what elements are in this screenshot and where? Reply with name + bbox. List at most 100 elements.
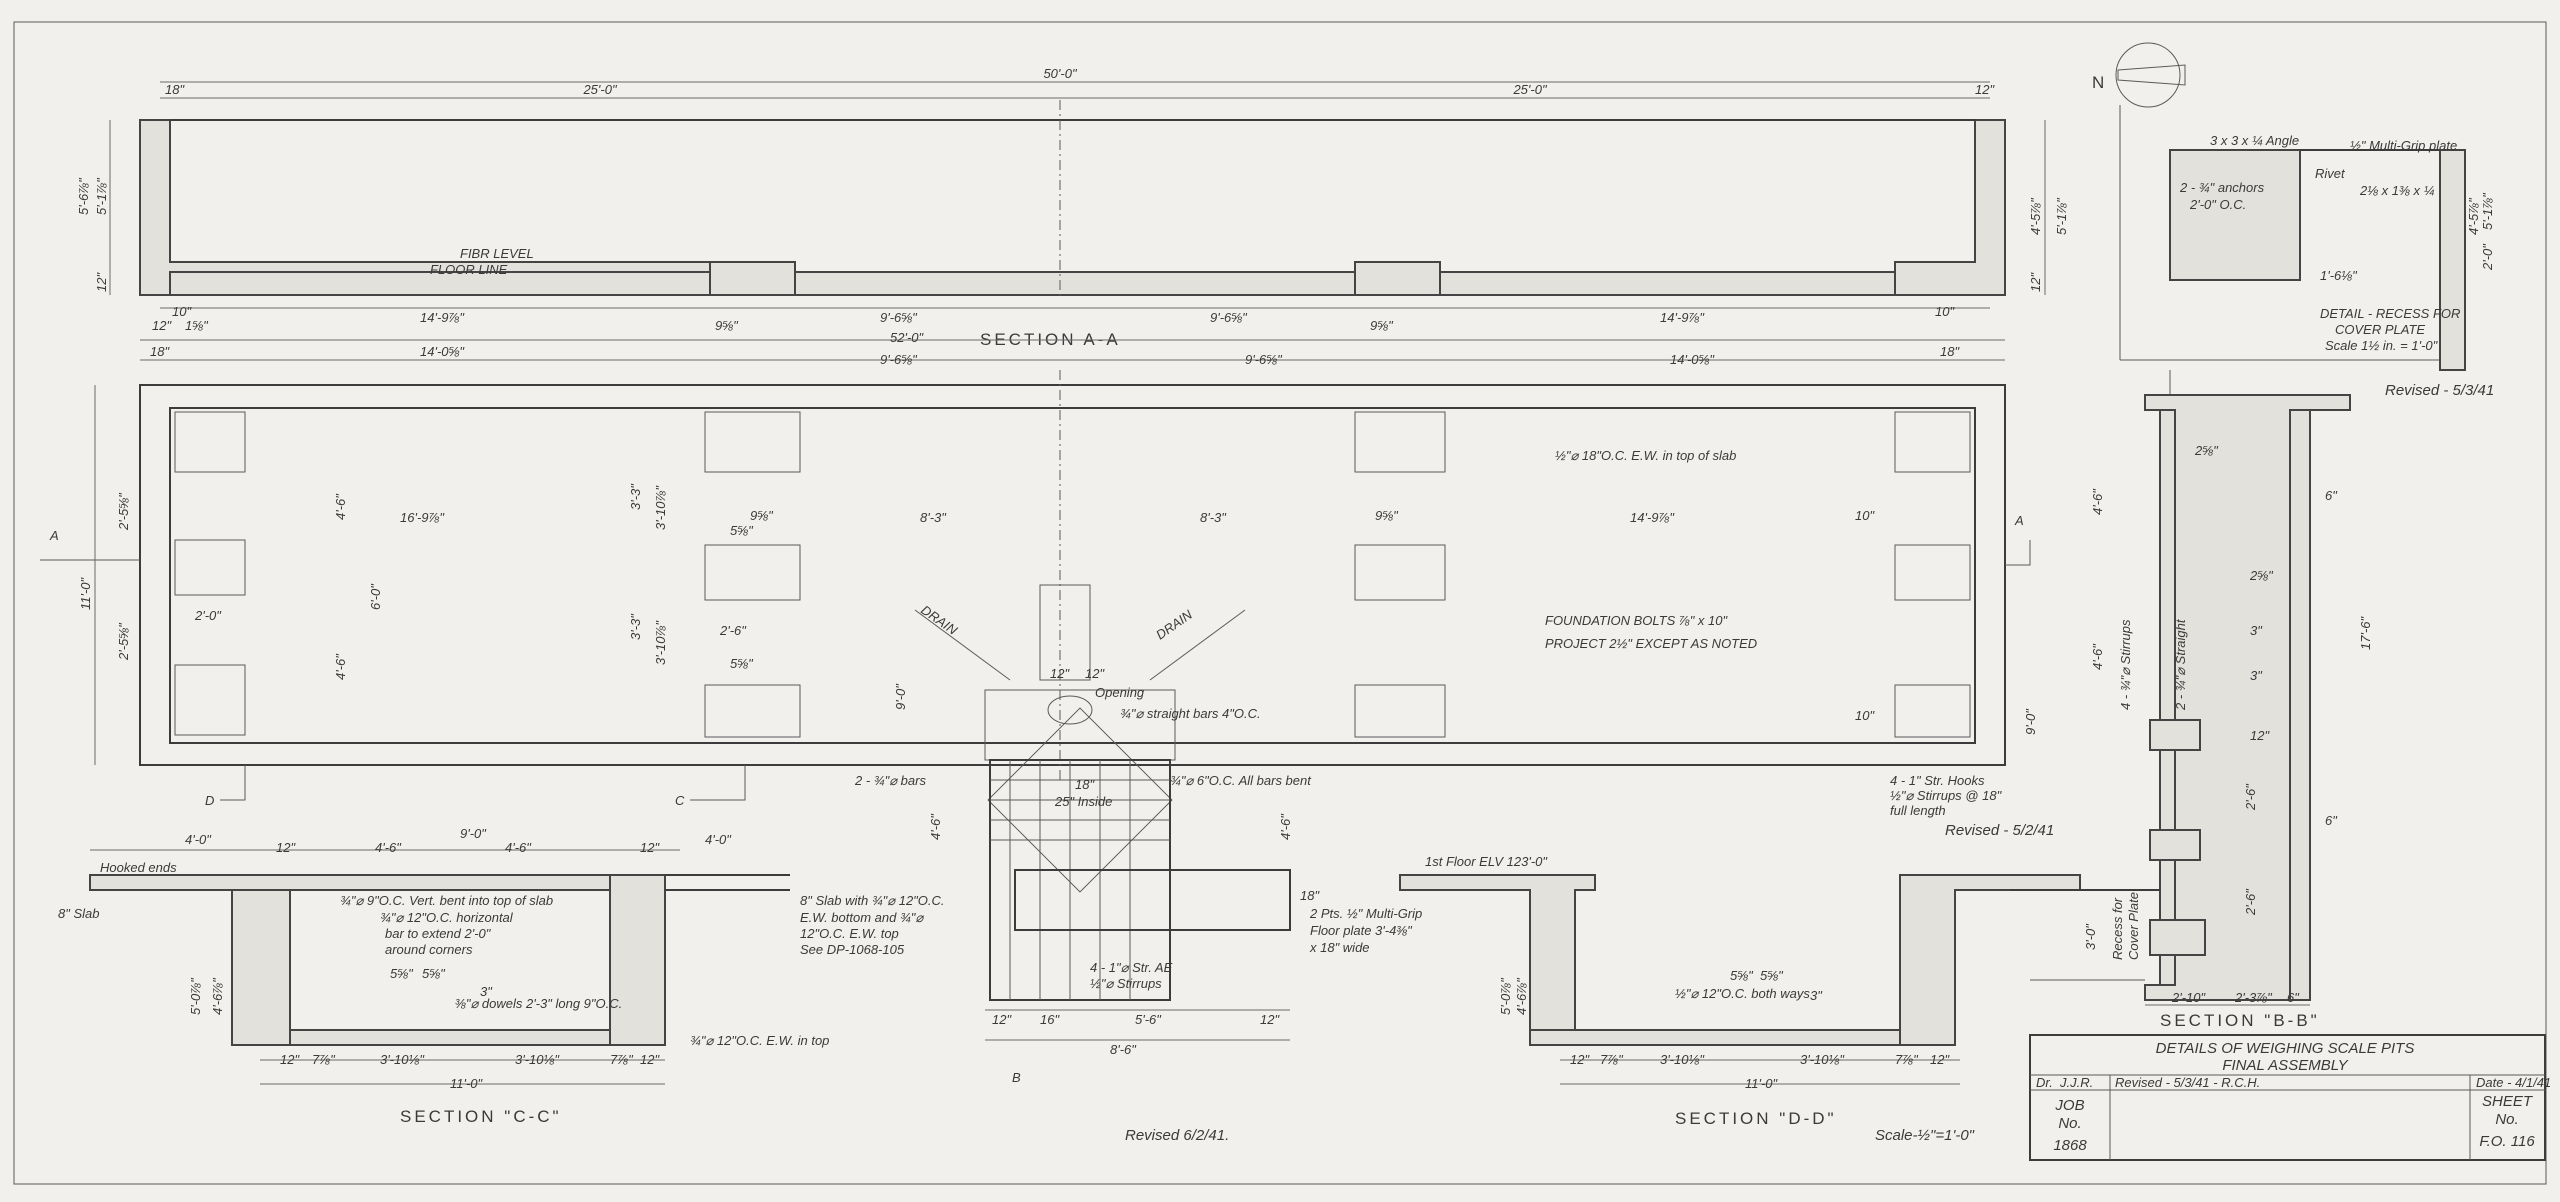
pit-dim-3: 4'-6" (928, 813, 943, 840)
aa-end-left-dim: 18" (165, 82, 185, 97)
detail-title-2: COVER PLATE (2335, 322, 2425, 337)
cc-note-3: bar to extend 2'-0" (385, 926, 492, 941)
title-block: DETAILS OF WEIGHING SCALE PITS FINAL ASS… (2029, 1034, 2551, 1161)
aa-left-height-3: 12" (94, 272, 109, 292)
plan-pad-dim-10: 12" (1050, 666, 1070, 681)
bb-bottom-dim-2: 2'-3⅞" (2234, 990, 2273, 1005)
plan-col-dim-2: 6'-0" (368, 583, 383, 610)
plan-pad-dim-1: 2'-6" (719, 623, 747, 638)
plan-bolt-note: FOUNDATION BOLTS ⅞" x 10" (1545, 613, 1728, 628)
plan-pad-dim-6: 9⅝" (1375, 508, 1399, 523)
pit-dim-1: 18" (1075, 777, 1095, 792)
dd-bottom-dim-1: 12" (1570, 1052, 1590, 1067)
dd-plate-note-1: 2 Pts. ½" Multi-Grip (1309, 906, 1422, 921)
pit-dim-5: 18" (1300, 888, 1320, 903)
pit-dim-6: 12" (992, 1012, 1012, 1027)
plan-col-dim-6: 3'-3" (628, 613, 643, 640)
section-bb-title: SECTION "B-B" (2160, 1011, 2320, 1030)
dd-small-2: 5⅝" (1760, 968, 1784, 983)
pit-stirrup-note-2: ½"⌀ Stirrups (1090, 976, 1162, 991)
sheet-border (13, 21, 2547, 1185)
detail-label-8: 2'-0" (2480, 243, 2495, 271)
cc-left-height-1: 5'-0⅞" (188, 977, 203, 1015)
aa-small-dim-5: 9⅝" (715, 318, 739, 333)
bb-small-10: 2'-6" (2243, 888, 2258, 916)
bb-small-3: 3" (2250, 623, 2263, 638)
cc-top-dim-7: 4'-0" (705, 832, 732, 847)
aa-right-height-3: 12" (2028, 272, 2043, 292)
bb-bar-note-2: 2 - ¾"⌀ Straight (2173, 618, 2188, 711)
pit-bent-note: ¾"⌀ 6"O.C. All bars bent (1170, 773, 1312, 788)
plan-drain-right: DRAIN (1153, 607, 1195, 643)
drawing-scale-note: Scale-½"=1'-0" (1875, 1127, 1975, 1144)
pit-straight-bars-note: ¾"⌀ straight bars 4"O.C. (1120, 706, 1261, 721)
plan-top-dim-6: 14'-0⅝" (1670, 352, 1715, 367)
section-mark-c: C (675, 793, 685, 808)
cc-left-height-2: 4'-6⅞" (210, 977, 225, 1015)
center-pit-detail: Opening ¾"⌀ straight bars 4"O.C. 2 - ¾"⌀… (854, 685, 1320, 1144)
cc-slab-left-note: 8" Slab (58, 906, 99, 921)
cc-top-dim-1: 4'-0" (185, 832, 212, 847)
detail-label-6: 2⅛ x 1⅜ x ¼ (2359, 183, 2435, 198)
cc-slab-note-3: 12"O.C. E.W. top (800, 926, 899, 941)
plan-top-dim-7: 18" (1940, 344, 1960, 359)
cc-small-3: 3" (480, 984, 493, 999)
pit-dim-4: 4'-6" (1278, 813, 1293, 840)
plan-top-dim-5: 9'-6⅝" (1245, 352, 1283, 367)
plan-pad-dim-3: 5⅝" (730, 656, 754, 671)
bb-bar-note-1: 4 - ¾"⌀ Stirrups (2118, 619, 2133, 710)
title-block-title: DETAILS OF WEIGHING SCALE PITS (2156, 1040, 2415, 1057)
section-bb: 4'-6" 4'-6" 9'-0" 17'-6" 4 - ¾"⌀ Stirrup… (1890, 370, 2373, 1030)
plan-inner-dim-3: 8'-3" (1200, 510, 1227, 525)
detail-label-1: 3 x 3 x ¼ Angle (2210, 133, 2299, 148)
aa-right-height-2: 5'-1⅞" (2054, 197, 2069, 235)
bb-small-4: 3" (2250, 668, 2263, 683)
plan-top-dim-1: 18" (150, 344, 170, 359)
bb-bottom-dim-3: 6" (2287, 990, 2300, 1005)
cc-bottom-dim-6: 12" (640, 1052, 660, 1067)
plan-pad-dim-5: 9⅝" (750, 508, 774, 523)
aa-bottom-dim-2: 9'-6⅝" (880, 310, 918, 325)
section-mark-d: D (205, 793, 214, 808)
plan-pad-dim-4: 2'-0" (194, 608, 222, 623)
recess-detail: 3 x 3 x ¼ Angle ½" Multi-Grip plate 2 - … (2119, 105, 2495, 399)
aa-small-dim-3: 12" (152, 318, 172, 333)
cc-top-dim-5: 4'-6" (505, 840, 532, 855)
bb-height-dim-1: 4'-6" (2090, 488, 2105, 515)
aa-left-height-1: 5'-6⅞" (76, 177, 91, 215)
cc-bottom-dim-2: 7⅞" (312, 1052, 336, 1067)
detail-label-3: 2 - ¾" anchors (2179, 180, 2265, 195)
cc-note-2: ¾"⌀ 12"O.C. horizontal (380, 910, 514, 925)
detail-label-7: 1'-6⅛" (2320, 268, 2358, 283)
aa-floor-line-label: FLOOR LINE (430, 262, 508, 277)
cc-slab-note-2: E.W. bottom and ¾"⌀ (800, 910, 924, 925)
plan-pad-dim-9: 9'-0" (893, 683, 908, 710)
plan-col-dim-4: 3'-3" (628, 483, 643, 510)
plan-inner-dim-2: 8'-3" (920, 510, 947, 525)
cc-slab-note-1: 8" Slab with ¾"⌀ 12"O.C. (800, 893, 945, 908)
aa-small-dim-4: 1⅝" (185, 318, 209, 333)
pit-opening-label: Opening (1095, 685, 1145, 700)
bb-bottom-dim-1: 2'-10" (2171, 990, 2207, 1005)
bb-small-1: 2⅝" (2194, 443, 2219, 458)
title-block-dr-value: J.J.R. (2059, 1075, 2093, 1090)
aa-overall-dim: 50'-0" (1043, 66, 1078, 81)
cc-bottom-dim-4: 3'-10⅛" (515, 1052, 560, 1067)
cc-top-dim-6: 12" (640, 840, 660, 855)
aa-small-dim-6: 9⅝" (1370, 318, 1394, 333)
dd-left-height-2: 4'-6⅞" (1514, 977, 1529, 1015)
bb-small-5: 6" (2325, 488, 2338, 503)
cc-bottom-dim-3: 3'-10⅛" (380, 1052, 425, 1067)
aa-right-height-1: 4'-5⅞" (2028, 197, 2043, 235)
pit-dim-10: 8'-6" (1110, 1042, 1137, 1057)
plan-top-dim-4: 9'-6⅝" (880, 352, 918, 367)
plan-left-dim-2: 2'-5⅝" (116, 622, 131, 661)
title-block-sheet-label: SHEET (2482, 1093, 2534, 1110)
cc-note-1: ¾"⌀ 9"O.C. Vert. bent into top of slab (340, 893, 553, 908)
pit-dim-7: 16" (1040, 1012, 1060, 1027)
cc-note-4: around corners (385, 942, 473, 957)
bb-height-dim-3: 9'-0" (2023, 708, 2038, 735)
pit-dim-8: 5'-6" (1135, 1012, 1162, 1027)
plan-top-dim-2: 14'-0⅝" (420, 344, 465, 359)
